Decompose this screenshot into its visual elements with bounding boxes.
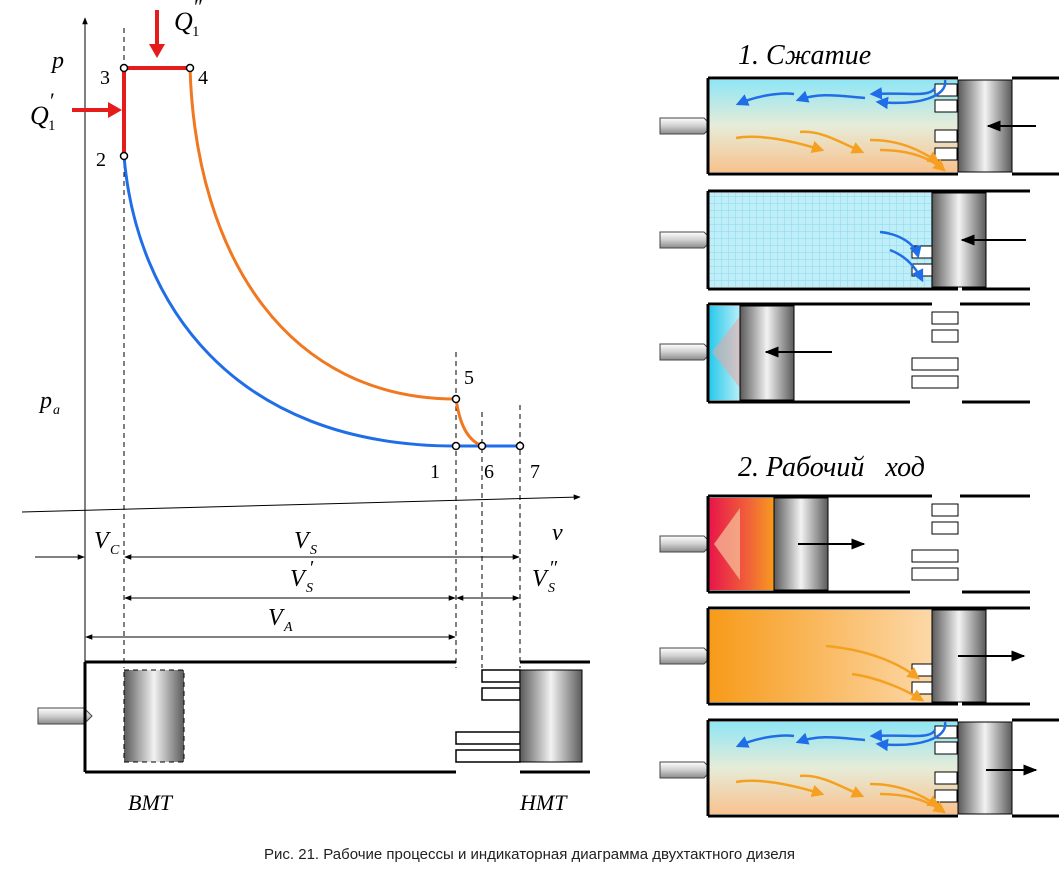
piston-bdc-ghost (123, 669, 185, 763)
vs-label: V S (294, 528, 317, 558)
svg-text:V: V (94, 528, 111, 554)
point-label-5: 5 (464, 367, 474, 389)
svg-text:V: V (294, 528, 311, 554)
q1-prime-arrow (72, 102, 122, 118)
svg-text:V: V (290, 566, 307, 592)
injector (37, 707, 93, 725)
point-label-3: 3 (100, 67, 110, 89)
point-label-4: 4 (198, 67, 208, 89)
point-label-2: 2 (96, 149, 106, 171)
intake-port-1 (455, 731, 521, 745)
q1-prime-label: Q 1 ′ (30, 88, 56, 134)
v-axis (21, 494, 581, 513)
svg-text:′: ′ (310, 557, 314, 579)
va-label: V A (268, 605, 293, 635)
dimension-lines (35, 554, 520, 640)
panel-power-1 (659, 494, 1030, 594)
vc-label: V C (94, 528, 120, 558)
panel-power-3 (659, 718, 1059, 818)
svg-text:A: A (283, 620, 293, 635)
v-axis-label: v (552, 520, 563, 546)
q1-double-prime-arrow (149, 10, 165, 58)
svg-text:1: 1 (192, 24, 200, 40)
svg-text:p: p (38, 388, 52, 414)
point-label-7: 7 (530, 461, 540, 483)
p-a-label: p a (38, 388, 60, 418)
point-4 (185, 63, 195, 73)
tdc-label: НМТ (519, 790, 568, 815)
indicator-diagram: p v p a Q 1 ′ (21, 0, 590, 815)
point-6 (477, 441, 487, 451)
q1-double-prime-label: Q 1 ″ (174, 0, 203, 40)
dashed-guides (123, 28, 521, 668)
exhaust-port-1 (481, 669, 521, 683)
heat-addition-line (122, 66, 190, 156)
svg-text:″: ″ (550, 557, 558, 579)
svg-text:Q: Q (30, 101, 49, 130)
svg-text:V: V (532, 566, 549, 592)
point-7 (515, 441, 525, 451)
svg-text:″: ″ (194, 0, 203, 19)
svg-text:C: C (110, 543, 120, 558)
state-points (119, 63, 525, 451)
expansion-curve (188, 67, 483, 448)
panel-power-2 (659, 606, 1030, 706)
exhaust-port-2 (481, 687, 521, 701)
point-label-1: 1 (430, 461, 440, 483)
svg-text:1: 1 (48, 118, 56, 134)
point-label-6: 6 (484, 461, 494, 483)
panel-compression-1 (659, 76, 1059, 176)
svg-text:′: ′ (50, 88, 55, 113)
figure-caption: Рис. 21. Рабочие процессы и индикаторная… (264, 846, 795, 863)
panel-compression-3 (659, 302, 1030, 404)
panel-compression-2 (659, 189, 1030, 291)
vs-double-prime-label: V S ″ (532, 557, 558, 596)
svg-text:S: S (306, 581, 313, 596)
intake-port-2 (455, 749, 521, 763)
compression-curve (122, 155, 520, 448)
point-labels: 1 2 3 4 5 6 7 (96, 67, 540, 483)
p-axis-label: p (50, 48, 64, 74)
point-5 (451, 394, 461, 404)
svg-text:Q: Q (174, 7, 193, 36)
svg-text:S: S (310, 543, 317, 558)
piston-tdc (519, 669, 583, 763)
power-stroke-title: 2. Рабочий ход (738, 452, 925, 483)
svg-text:V: V (268, 605, 285, 631)
svg-text:a: a (53, 403, 60, 418)
bottom-cylinder: ВМТ НМТ (37, 660, 590, 815)
bdc-label: ВМТ (128, 790, 174, 815)
svg-text:S: S (548, 581, 555, 596)
point-2 (119, 151, 129, 161)
point-1 (451, 441, 461, 451)
point-3 (119, 63, 129, 73)
compression-title: 1. Сжатие (738, 40, 871, 71)
vs-prime-label: V S ′ (290, 557, 314, 596)
